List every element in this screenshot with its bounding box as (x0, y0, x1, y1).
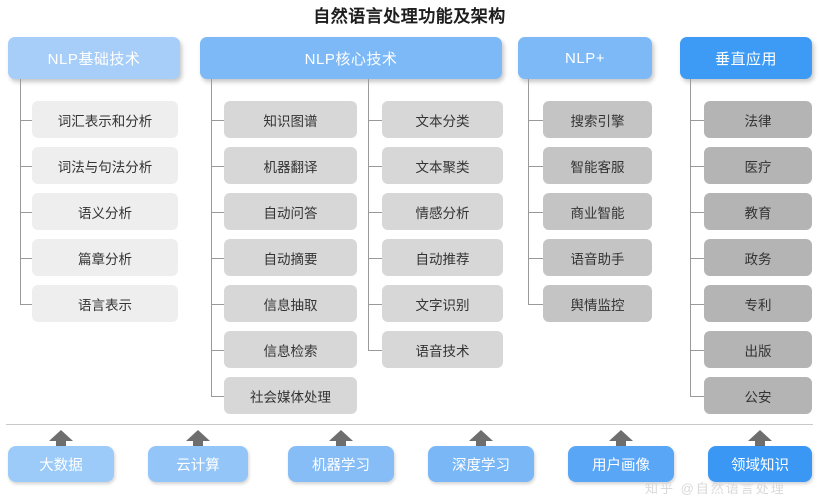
foundation-item-0[interactable]: 大数据 (8, 446, 114, 482)
tree-branch (690, 257, 704, 259)
tree-trunk-nlp-basic-0 (20, 79, 21, 304)
tree-trunk-vertical-apps-0 (690, 79, 691, 396)
node-nlp-core[interactable]: 文本聚类 (382, 147, 503, 184)
tree-branch (211, 165, 224, 167)
node-vertical-apps[interactable]: 法律 (704, 101, 812, 138)
node-vertical-apps[interactable]: 出版 (704, 331, 812, 368)
tree-branch (20, 257, 32, 259)
node-nlp-plus[interactable]: 舆情监控 (543, 285, 652, 322)
tree-branch (690, 349, 704, 351)
tree-branch (20, 303, 32, 305)
foundation-item-2[interactable]: 机器学习 (288, 446, 394, 482)
tree-branch (368, 257, 382, 259)
node-nlp-core[interactable]: 语音技术 (382, 331, 503, 368)
arrow-head (748, 430, 772, 441)
tree-trunk-nlp-core-0 (211, 79, 212, 396)
column-header-nlp-core[interactable]: NLP核心技术 (200, 37, 502, 79)
tree-branch (368, 349, 382, 351)
node-vertical-apps[interactable]: 专利 (704, 285, 812, 322)
tree-branch (528, 119, 543, 121)
tree-branch (368, 165, 382, 167)
node-nlp-core[interactable]: 文本分类 (382, 101, 503, 138)
node-nlp-core[interactable]: 自动推荐 (382, 239, 503, 276)
tree-branch (211, 211, 224, 213)
watermark: 知乎 @自然语言处理 (645, 481, 786, 496)
tree-branch (528, 211, 543, 213)
foundation-divider (6, 424, 813, 425)
node-nlp-core[interactable]: 信息检索 (224, 331, 357, 368)
node-nlp-core[interactable]: 机器翻译 (224, 147, 357, 184)
node-nlp-basic[interactable]: 语义分析 (32, 193, 178, 230)
foundation-item-1[interactable]: 云计算 (148, 446, 248, 482)
node-nlp-basic[interactable]: 篇章分析 (32, 239, 178, 276)
node-nlp-core[interactable]: 社会媒体处理 (224, 377, 357, 414)
diagram-canvas: 自然语言处理功能及架构 NLP基础技术词汇表示和分析词法与句法分析语义分析篇章分… (6, 7, 813, 496)
tree-branch (690, 165, 704, 167)
tree-branch (690, 119, 704, 121)
arrow-head (329, 430, 353, 441)
foundation-item-4[interactable]: 用户画像 (568, 446, 674, 482)
tree-branch (528, 257, 543, 259)
arrow-head (49, 430, 73, 441)
node-nlp-core[interactable]: 文字识别 (382, 285, 503, 322)
tree-branch (20, 211, 32, 213)
column-header-nlp-basic[interactable]: NLP基础技术 (8, 37, 180, 79)
node-nlp-basic[interactable]: 词法与句法分析 (32, 147, 178, 184)
tree-branch (528, 165, 543, 167)
node-nlp-basic[interactable]: 语言表示 (32, 285, 178, 322)
tree-branch (211, 119, 224, 121)
tree-branch (368, 119, 382, 121)
node-nlp-basic[interactable]: 词汇表示和分析 (32, 101, 178, 138)
tree-branch (368, 211, 382, 213)
node-nlp-plus[interactable]: 智能客服 (543, 147, 652, 184)
tree-branch (690, 395, 704, 397)
page-title: 自然语言处理功能及架构 (313, 7, 506, 26)
node-nlp-core[interactable]: 自动问答 (224, 193, 357, 230)
foundation-item-5[interactable]: 领域知识 (708, 446, 812, 482)
tree-branch (211, 257, 224, 259)
tree-branch (690, 303, 704, 305)
arrow-head (469, 430, 493, 441)
node-vertical-apps[interactable]: 政务 (704, 239, 812, 276)
arrow-head (609, 430, 633, 441)
tree-branch (368, 303, 382, 305)
node-nlp-core[interactable]: 信息抽取 (224, 285, 357, 322)
node-nlp-plus[interactable]: 商业智能 (543, 193, 652, 230)
tree-branch (528, 303, 543, 305)
tree-branch (20, 119, 32, 121)
tree-trunk-nlp-core-1 (368, 79, 369, 350)
column-header-nlp-plus[interactable]: NLP+ (518, 37, 652, 79)
node-nlp-core[interactable]: 自动摘要 (224, 239, 357, 276)
node-vertical-apps[interactable]: 公安 (704, 377, 812, 414)
tree-trunk-nlp-plus-0 (528, 79, 529, 304)
node-vertical-apps[interactable]: 医疗 (704, 147, 812, 184)
node-vertical-apps[interactable]: 教育 (704, 193, 812, 230)
column-header-vertical-apps[interactable]: 垂直应用 (680, 37, 812, 79)
node-nlp-core[interactable]: 知识图谱 (224, 101, 357, 138)
node-nlp-core[interactable]: 情感分析 (382, 193, 503, 230)
tree-branch (20, 165, 32, 167)
arrow-head (186, 430, 210, 441)
tree-branch (211, 395, 224, 397)
tree-branch (211, 303, 224, 305)
node-nlp-plus[interactable]: 语音助手 (543, 239, 652, 276)
tree-branch (690, 211, 704, 213)
node-nlp-plus[interactable]: 搜索引擎 (543, 101, 652, 138)
tree-branch (211, 349, 224, 351)
foundation-item-3[interactable]: 深度学习 (428, 446, 534, 482)
